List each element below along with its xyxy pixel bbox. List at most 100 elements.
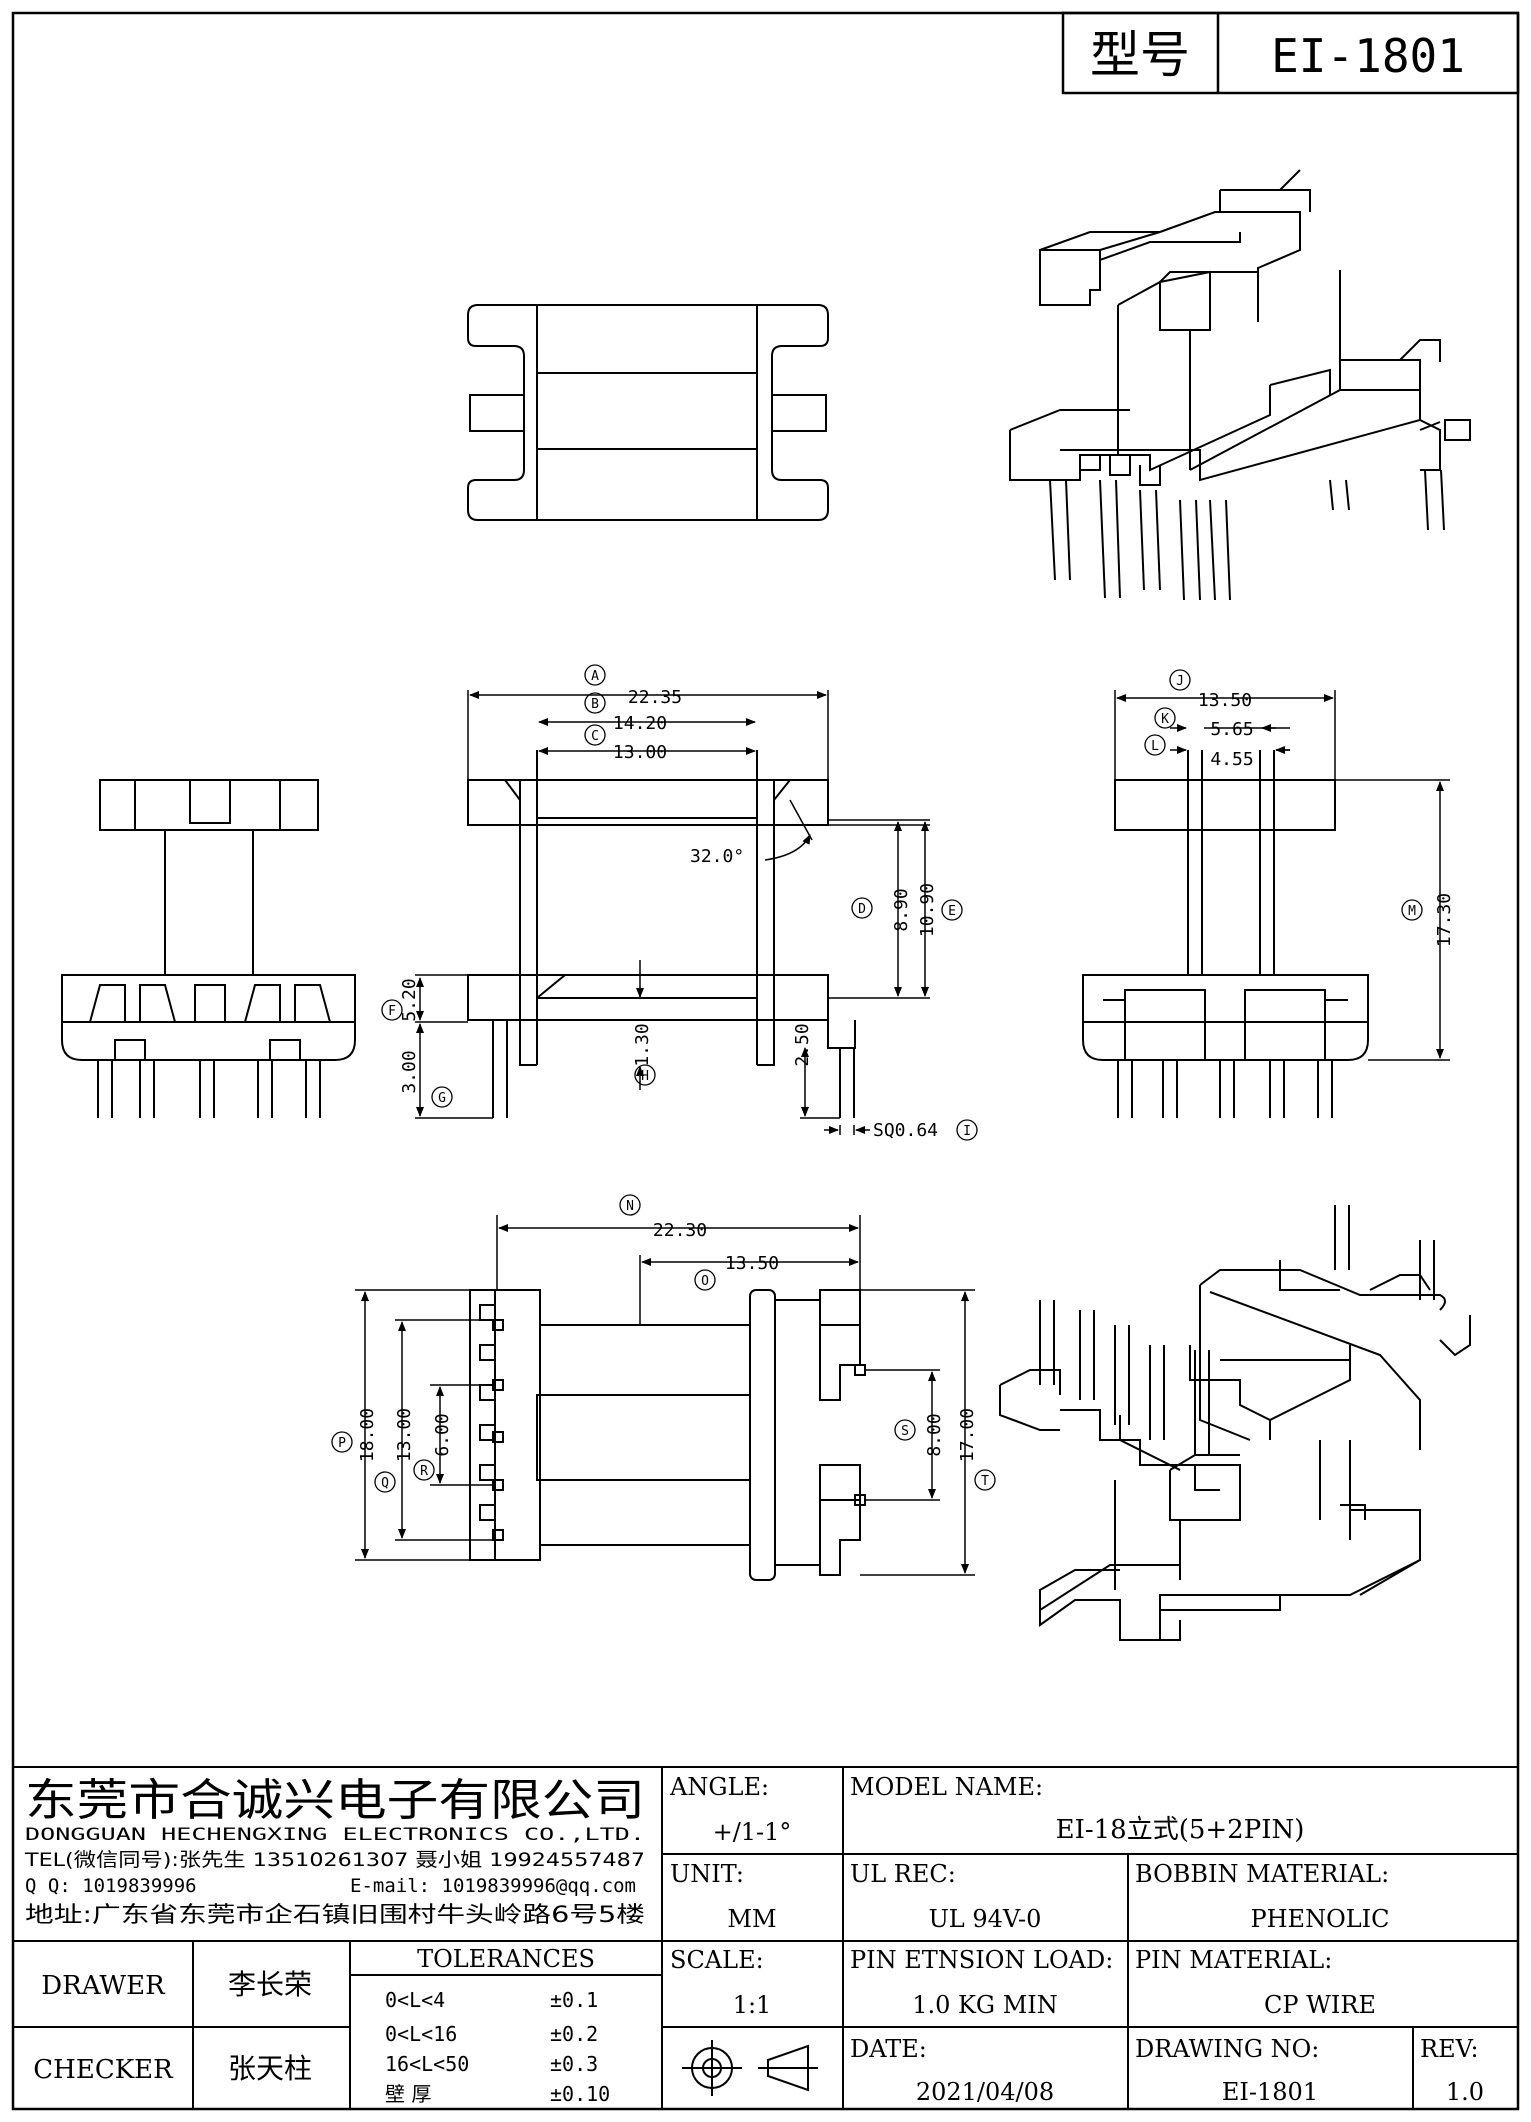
angle-label: ANGLE: bbox=[669, 1773, 769, 1801]
ul-label: UL REC: bbox=[850, 1860, 956, 1888]
checker-name: 张天柱 bbox=[228, 2052, 312, 2085]
tolerance-range: 16<L<50 bbox=[385, 2052, 469, 2076]
company-tel: TEL(微信同号):张先生 13510261307 聂小姐 1992455748… bbox=[24, 1849, 645, 1871]
dim-r: 6.00 bbox=[432, 1413, 453, 1456]
side-view-right bbox=[1082, 750, 1369, 1118]
dim-k: 5.65 bbox=[1210, 719, 1253, 740]
front-view-labels: A 22.35 B 14.20 C 13.00 32.0° D 8.90 10.… bbox=[381, 664, 978, 1141]
svg-text:A: A bbox=[591, 669, 599, 684]
dim-g: 3.00 bbox=[399, 1050, 420, 1093]
model-name-label: MODEL NAME: bbox=[850, 1773, 1043, 1801]
svg-text:O: O bbox=[701, 1274, 709, 1289]
svg-text:F: F bbox=[388, 1004, 396, 1019]
dim-p: 18.00 bbox=[357, 1408, 378, 1462]
company-email: E-mail: 1019839996@qq.com bbox=[350, 1875, 636, 1897]
dim-j: 13.50 bbox=[1198, 690, 1252, 711]
side-view-right-labels: J 13.50 K 5.65 L 4.55 M 17.30 bbox=[1144, 669, 1455, 947]
pin-material-label: PIN MATERIAL: bbox=[1135, 1946, 1332, 1974]
checker-label: CHECKER bbox=[33, 2055, 174, 2085]
dim-b: 14.20 bbox=[613, 713, 667, 734]
ul-value: UL 94V-0 bbox=[929, 1905, 1042, 1933]
dim-a: 22.35 bbox=[628, 687, 682, 708]
company-qq: Q Q: 1019839996 bbox=[25, 1875, 197, 1897]
svg-text:S: S bbox=[901, 1424, 909, 1439]
drawer-label: DRAWER bbox=[41, 1971, 166, 2001]
dim-i: SQ0.64 bbox=[873, 1120, 938, 1141]
svg-text:B: B bbox=[591, 697, 599, 712]
tolerances-label: TOLERANCES bbox=[417, 1945, 595, 1973]
model-header: 型号 EI-1801 bbox=[1061, 11, 1520, 95]
tolerance-range: 0<L<16 bbox=[385, 2022, 457, 2046]
bobbin-material-label: BOBBIN MATERIAL: bbox=[1135, 1860, 1389, 1888]
svg-text:N: N bbox=[626, 1199, 634, 1214]
company-address: 地址:广东省东莞市企石镇旧围村牛头岭路6号5楼 bbox=[25, 1903, 645, 1928]
dim-m: 17.30 bbox=[1434, 893, 1455, 947]
date-value: 2021/04/08 bbox=[916, 2078, 1054, 2106]
drawer-name: 李长荣 bbox=[228, 1968, 312, 2001]
dim-e: 10.90 bbox=[917, 883, 938, 937]
unit-value: MM bbox=[727, 1905, 776, 1933]
bottom-view bbox=[469, 1289, 866, 1581]
bobbin-material-value: PHENOLIC bbox=[1250, 1905, 1389, 1933]
front-view-dimensions bbox=[415, 690, 930, 1135]
pin-load-value: 1.0 KG MIN bbox=[912, 1991, 1058, 2019]
dim-s: 8.00 bbox=[924, 1413, 945, 1456]
tolerance-value: ±0.10 bbox=[550, 2082, 610, 2106]
dim-c: 13.00 bbox=[613, 742, 667, 763]
company-name-cn: 东莞市合诚兴电子有限公司 bbox=[25, 1775, 645, 1826]
svg-text:R: R bbox=[420, 1464, 428, 1479]
model-name-value: EI-18立式(5+2PIN) bbox=[1056, 1815, 1305, 1845]
isometric-view-top bbox=[1009, 169, 1471, 601]
date-label: DATE: bbox=[850, 2035, 927, 2063]
rev-value: 1.0 bbox=[1446, 2078, 1484, 2106]
dim-f: 5.20 bbox=[399, 978, 420, 1021]
projection-symbol-icon bbox=[682, 2040, 818, 2096]
svg-text:L: L bbox=[1151, 739, 1159, 754]
dim-pin-length: 2.50 bbox=[792, 1023, 813, 1066]
title-block-text: ANGLE: +/1-1° UNIT: MM SCALE: 1:1 MODEL … bbox=[33, 1773, 1484, 2106]
model-value: EI-1801 bbox=[1271, 29, 1465, 83]
dim-q: 13.00 bbox=[394, 1408, 415, 1462]
tolerance-range: 0<L<4 bbox=[385, 1988, 445, 2012]
dim-l: 4.55 bbox=[1210, 749, 1253, 770]
dim-n: 22.30 bbox=[653, 1220, 707, 1241]
rev-label: REV: bbox=[1420, 2035, 1479, 2063]
dim-t: 17.00 bbox=[957, 1408, 978, 1462]
model-label: 型号 bbox=[1090, 26, 1190, 84]
unit-label: UNIT: bbox=[670, 1860, 744, 1888]
side-view-right-dimensions bbox=[1114, 690, 1450, 1061]
side-view-left bbox=[61, 779, 356, 1118]
svg-text:H: H bbox=[641, 1069, 649, 1084]
drawing-no-value: EI-1801 bbox=[1222, 2078, 1318, 2106]
pin-load-label: PIN ETNSION LOAD: bbox=[850, 1946, 1113, 1974]
tolerance-value: ±0.1 bbox=[550, 1988, 598, 2012]
front-view bbox=[467, 750, 856, 1118]
svg-text:M: M bbox=[1408, 904, 1416, 919]
tolerance-value: ±0.3 bbox=[550, 2052, 598, 2076]
tolerance-value: ±0.2 bbox=[550, 2022, 598, 2046]
dim-angle: 32.0° bbox=[690, 846, 744, 867]
angle-value: +/1-1° bbox=[713, 1818, 792, 1846]
dim-d: 8.90 bbox=[891, 888, 912, 931]
svg-text:C: C bbox=[591, 729, 599, 744]
pin-material-value: CP WIRE bbox=[1264, 1991, 1376, 2019]
svg-text:K: K bbox=[1161, 712, 1169, 727]
svg-text:Q: Q bbox=[381, 1476, 389, 1491]
tolerance-range: 壁 厚 bbox=[385, 2082, 431, 2106]
company-name-en: DONGGUAN HECHENGXING ELECTRONICS CO.,LTD… bbox=[25, 1825, 645, 1845]
scale-value: 1:1 bbox=[733, 1991, 772, 2019]
svg-text:P: P bbox=[338, 1436, 346, 1451]
company-info: 东莞市合诚兴电子有限公司 DONGGUAN HECHENGXING ELECTR… bbox=[24, 1775, 645, 1928]
dim-h: 1.30 bbox=[632, 1023, 653, 1066]
svg-text:I: I bbox=[963, 1124, 971, 1139]
svg-text:T: T bbox=[981, 1474, 989, 1489]
svg-text:E: E bbox=[948, 904, 956, 919]
isometric-view-bottom bbox=[999, 1205, 1471, 1641]
svg-text:G: G bbox=[438, 1091, 446, 1106]
bottom-view-labels: N 22.30 O 13.50 P 18.00 13.00 Q 6.00 R S… bbox=[331, 1194, 996, 1493]
scale-label: SCALE: bbox=[670, 1946, 764, 1974]
title-block bbox=[13, 1766, 1518, 2109]
dim-o: 13.50 bbox=[725, 1253, 779, 1274]
svg-text:J: J bbox=[1176, 674, 1184, 689]
